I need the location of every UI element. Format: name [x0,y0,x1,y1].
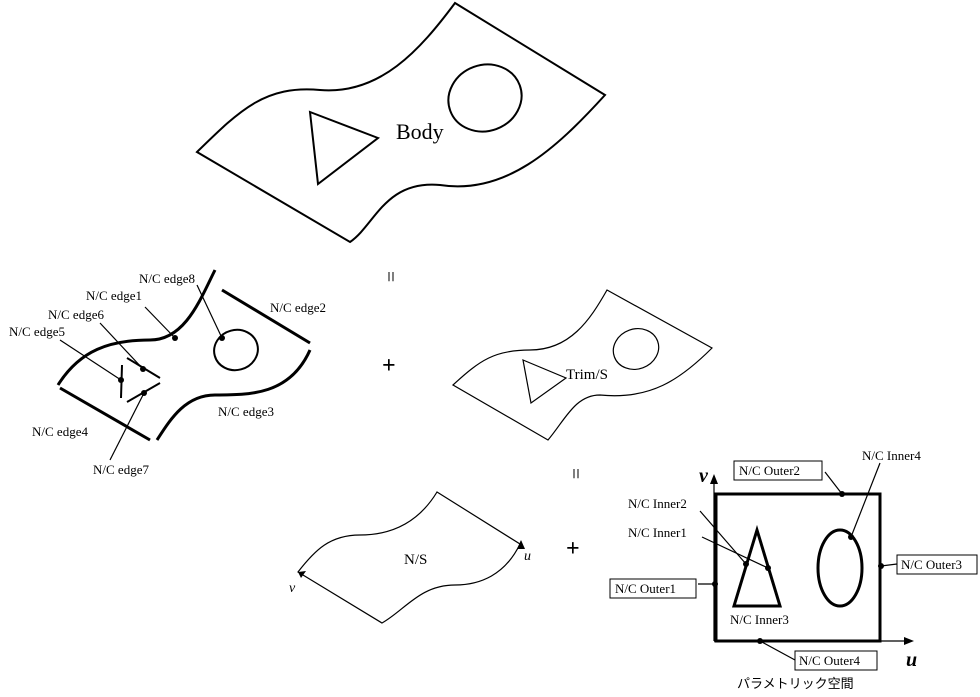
edge8-leader [196,284,223,339]
edge5-label: N/C edge5 [9,324,65,339]
nc-edge1-curve [56,269,217,386]
trim-outline [451,289,713,441]
v-axis-label: v [699,465,709,487]
outer2-dot [839,491,845,497]
nc-edge4-line [59,386,151,442]
edge6-leader [99,322,144,370]
edge1-dot [172,335,178,341]
inner-triangle [731,524,783,608]
edge-decomposition: N/C edge1 N/C edge2 N/C edge3 N/C edge4 … [9,269,326,477]
inner3-label: N/C Inner3 [730,612,789,627]
edge1-leader [144,306,176,339]
nc-edge8-ellipse [213,328,259,372]
outer1-dot [712,581,718,587]
equals-sign-1: = [379,271,401,282]
inner4-label: N/C Inner4 [862,448,921,463]
outer4-leader [759,640,796,661]
edge7-label: N/C edge7 [93,462,149,477]
edge8-label: N/C edge8 [139,271,195,286]
trim-triangle-hole [522,359,568,405]
body-surface: Body [195,1,607,244]
inner1-dot [765,565,771,571]
body-label: Body [396,119,444,144]
trim-ellipse-hole [612,328,660,370]
outer2-label: N/C Outer2 [739,463,800,478]
inner4-leader [850,462,881,538]
outer3-label: N/C Outer3 [901,557,962,572]
inner2-dot [743,561,749,567]
nc-edge2-line [221,288,311,345]
inner-ellipse [816,528,864,608]
inner2-label: N/C Inner2 [628,496,687,511]
outer2-box [733,460,823,481]
ns-v-label: v [289,581,296,596]
equals-sign-2: = [564,468,586,479]
parametric-space-caption: パラメトリック空間 [737,676,854,691]
inner2-leader [699,510,747,565]
ns-label: N/S [404,552,427,568]
trim-label: Trim/S [566,367,608,383]
edge7-dot [141,390,147,396]
trim-surface: Trim/S [451,289,713,441]
edge8-dot [219,335,225,341]
body-triangle-hole [308,110,381,186]
plus-sign-1: + [382,353,396,379]
plus-sign-2: + [566,536,580,562]
edge5-dot [118,377,124,383]
inner1-leader [701,536,769,569]
v-axis-arrowhead [710,474,718,484]
ns-outline [297,491,521,624]
nc-edge3-curve [155,349,312,441]
edge4-label: N/C edge4 [32,424,88,439]
edge2-label: N/C edge2 [270,300,326,315]
outer1-box [609,578,697,599]
edge3-label: N/C edge3 [218,404,274,419]
edge7-leader [109,392,145,461]
outer1-label: N/C Outer1 [615,581,676,596]
body-outline [195,1,607,244]
inner4-dot [848,534,854,540]
u-axis-label: u [906,649,917,671]
edge6-label: N/C edge6 [48,307,104,322]
outer4-label: N/C Outer4 [799,653,861,668]
outer4-box [794,650,878,671]
edge6-dot [140,366,146,372]
parametric-space: v u N/C Outer2 N/C Outer1 N/C Outer3 N/C… [609,448,978,691]
ns-surface: N/S u v [289,491,531,624]
body-ellipse-hole [447,63,523,133]
ns-u-label: u [524,549,531,564]
ns-u-arrowhead [517,540,525,549]
edge1-label: N/C edge1 [86,288,142,303]
inner1-label: N/C Inner1 [628,525,687,540]
edge5-leader [59,339,122,381]
ns-v-arrowhead [298,571,306,578]
outer3-dot [878,563,884,569]
outer3-box [896,554,978,575]
u-axis-arrowhead [904,637,914,645]
outer4-dot [757,638,763,644]
outer2-leader [824,471,843,495]
